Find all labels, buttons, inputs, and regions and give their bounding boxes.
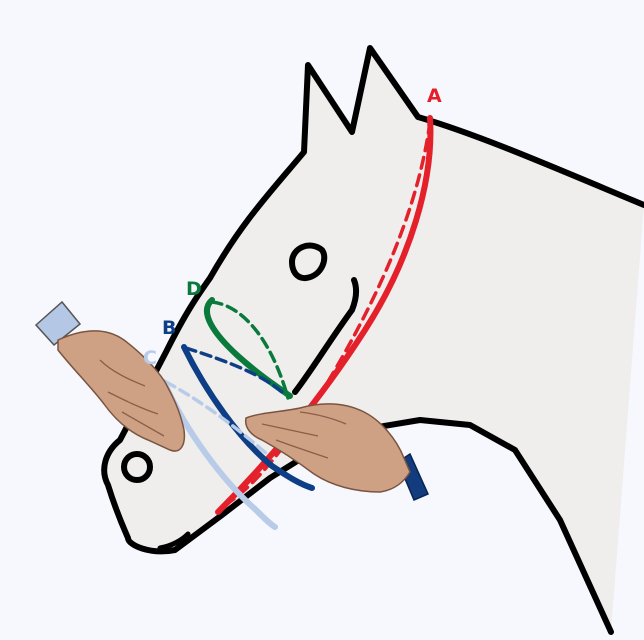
right-hand-icon [244,403,429,501]
measurement-c-solid [161,379,278,530]
nostril [121,451,153,483]
measurement-b-solid [181,344,315,491]
left-hand-cuff [34,300,82,347]
cheek-line [292,277,360,395]
measurement-c-dashed [164,380,270,457]
left-hand-icon [34,300,186,452]
label-a: A [427,85,442,107]
label-d: D [186,278,202,300]
right-hand [244,403,411,493]
label-c: C [143,347,157,369]
measurement-b-dashed [184,346,284,394]
horse-head-outline [101,45,644,635]
eye [288,242,328,282]
mouth-line [157,531,191,551]
left-hand [57,330,186,452]
measurement-d-dashed [210,300,290,400]
label-b: B [162,317,176,339]
